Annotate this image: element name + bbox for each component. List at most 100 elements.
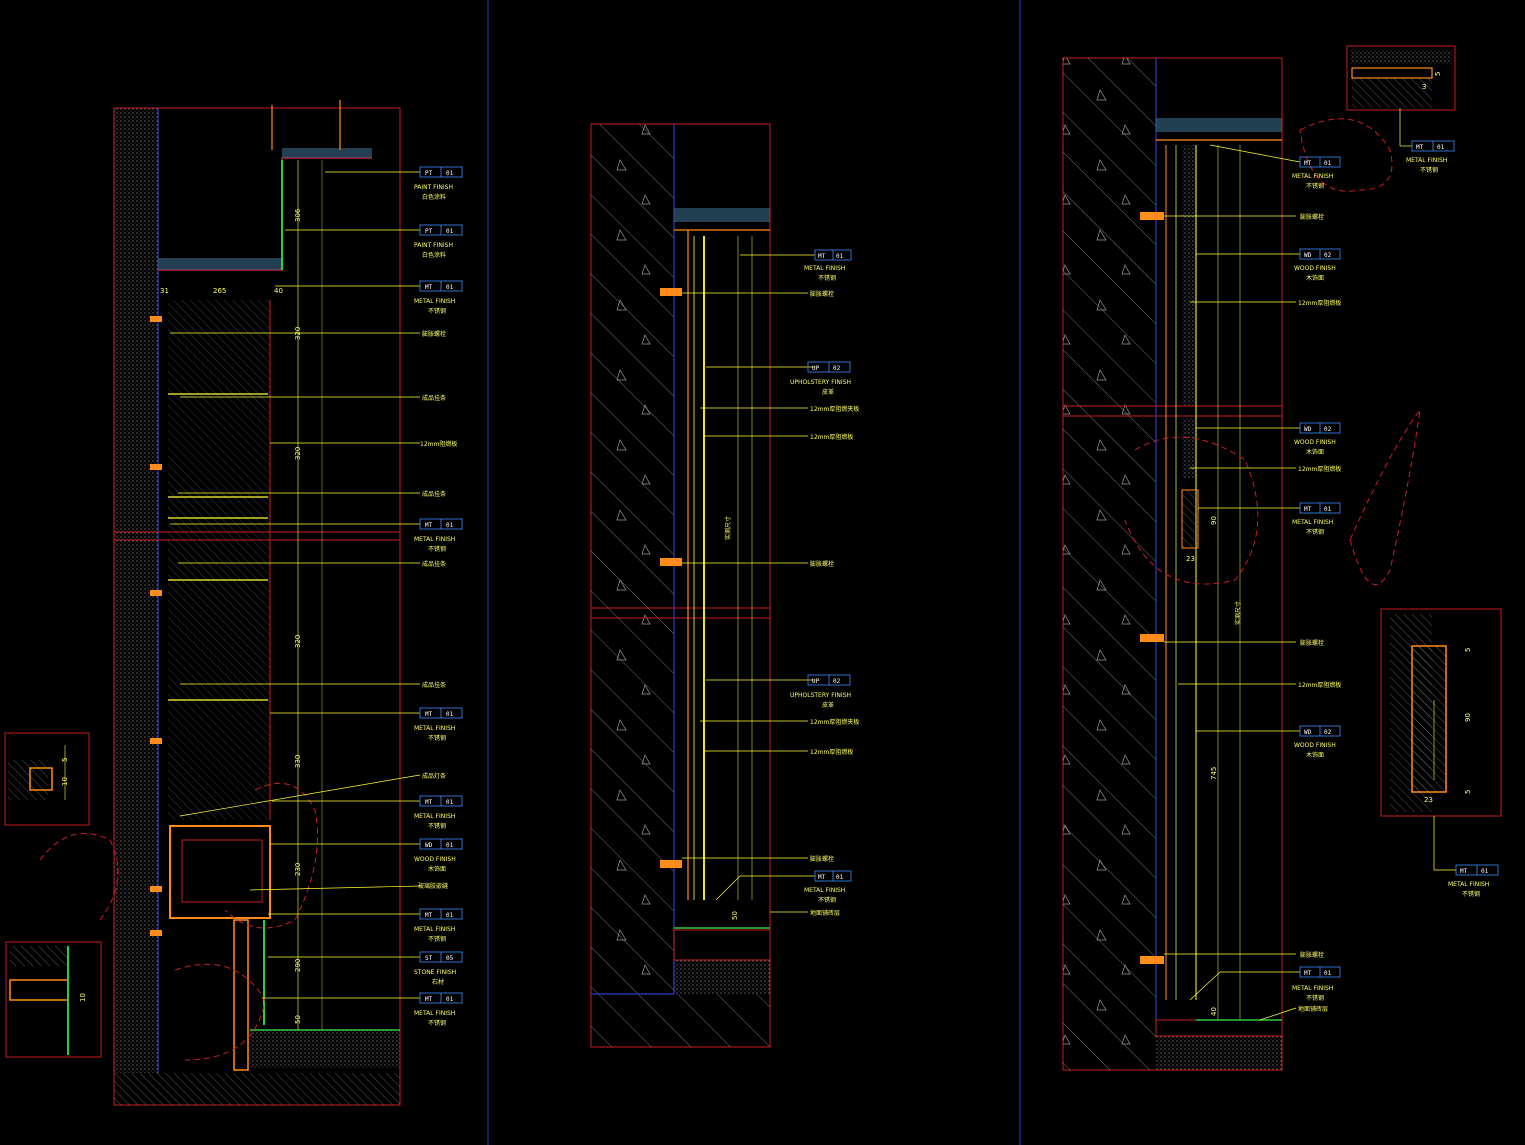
ann-expansion-bolt-p2b: 膨胀螺栓 bbox=[810, 560, 834, 568]
section-panel-2 bbox=[590, 123, 771, 1048]
dim-320-b: 320 bbox=[294, 447, 302, 460]
ann-expansion-bolt-p2c: 膨胀螺栓 bbox=[810, 855, 834, 863]
svg-text:MT: MT bbox=[425, 522, 433, 529]
tag-wd01: WD 01 WOOD FINISH 木饰面 bbox=[414, 838, 463, 873]
svg-text:WD: WD bbox=[425, 842, 433, 849]
ann-expansion-bolt-p3c: 膨胀螺栓 bbox=[1300, 951, 1324, 959]
section-panel-1 bbox=[39, 100, 401, 1106]
svg-text:不锈钢: 不锈钢 bbox=[1462, 890, 1480, 898]
svg-text:不锈钢: 不锈钢 bbox=[818, 896, 836, 904]
section-panel-3 bbox=[1062, 57, 1421, 1071]
svg-text:皮革: 皮革 bbox=[822, 701, 834, 709]
svg-text:01: 01 bbox=[446, 996, 454, 1003]
svg-text:MT: MT bbox=[818, 874, 826, 881]
svg-text:01: 01 bbox=[446, 522, 454, 529]
svg-text:02: 02 bbox=[1324, 426, 1332, 433]
svg-text:01: 01 bbox=[1437, 144, 1445, 151]
svg-text:METAL FINISH: METAL FINISH bbox=[804, 887, 845, 894]
svg-text:01: 01 bbox=[446, 228, 454, 235]
svg-text:UP: UP bbox=[812, 365, 820, 372]
detail-box-3: 5 3 MT 01 METAL FINISH 不锈钢 bbox=[1346, 45, 1456, 174]
tag-mt01-p2b: MT 01 METAL FINISH 不锈钢 bbox=[804, 870, 852, 904]
ann-expansion-bolt-p2a: 膨胀螺栓 bbox=[810, 290, 834, 298]
svg-text:不锈钢: 不锈钢 bbox=[1306, 528, 1324, 536]
dim-31: 31 bbox=[160, 287, 169, 295]
dim-320-c: 320 bbox=[294, 635, 302, 648]
svg-text:02: 02 bbox=[1324, 252, 1332, 259]
svg-text:METAL FINISH: METAL FINISH bbox=[1448, 881, 1489, 888]
svg-text:10: 10 bbox=[61, 777, 69, 786]
svg-text:WOOD FINISH: WOOD FINISH bbox=[414, 856, 456, 863]
ann-expansion-bolt-p3a: 膨胀螺栓 bbox=[1300, 213, 1324, 221]
svg-text:01: 01 bbox=[836, 253, 844, 260]
dim-290: 290 bbox=[294, 959, 302, 972]
svg-text:MT: MT bbox=[818, 253, 826, 260]
svg-text:01: 01 bbox=[446, 842, 454, 849]
ann-12mm-board-p3a: 12mm厚阻燃板 bbox=[1298, 299, 1341, 307]
ann-floor-layer-p3: 地面铺砖层 bbox=[1298, 1005, 1328, 1013]
svg-text:不锈钢: 不锈钢 bbox=[428, 822, 446, 830]
svg-text:01: 01 bbox=[1324, 970, 1332, 977]
svg-text:木饰面: 木饰面 bbox=[1306, 448, 1324, 456]
svg-text:MT: MT bbox=[425, 799, 433, 806]
tag-up02-b: UP 02 UPHOLSTERY FINISH 皮革 bbox=[790, 674, 851, 709]
svg-text:PT: PT bbox=[425, 228, 433, 235]
ann-expansion-bolt-1: 膨胀螺栓 bbox=[422, 330, 446, 338]
svg-text:MT: MT bbox=[1460, 868, 1468, 875]
svg-text:MT: MT bbox=[425, 912, 433, 919]
svg-text:ST: ST bbox=[425, 955, 433, 962]
svg-text:白色涂料: 白色涂料 bbox=[422, 251, 446, 259]
dim-50-b: 50 bbox=[731, 911, 739, 920]
ann-12mm-board-p3b: 12mm厚阻燃板 bbox=[1298, 465, 1341, 473]
svg-text:WOOD FINISH: WOOD FINISH bbox=[1294, 742, 1336, 749]
svg-text:METAL FINISH: METAL FINISH bbox=[414, 725, 455, 732]
detail-box-4: 5 90 5 23 MT 01 METAL FINISH 不锈钢 bbox=[1380, 608, 1502, 898]
svg-text:01: 01 bbox=[446, 912, 454, 919]
tag-mt01-c: MT 01 METAL FINISH 不锈钢 bbox=[414, 707, 463, 742]
svg-text:3: 3 bbox=[1422, 83, 1426, 91]
tag-st05: ST 05 STONE FINISH 石材 bbox=[414, 951, 463, 986]
svg-text:5: 5 bbox=[61, 758, 69, 762]
ann-12mm-ply-b: 12mm厚阻燃夹板 bbox=[810, 718, 859, 726]
dim-306: 306 bbox=[294, 208, 302, 222]
detail-box-2: 10 bbox=[5, 941, 102, 1058]
tag-up02-a: UP 02 UPHOLSTERY FINISH 皮革 bbox=[790, 361, 851, 396]
svg-text:MT: MT bbox=[1304, 160, 1312, 167]
dim-745: 745 bbox=[1210, 767, 1218, 780]
ann-hang-strip-1: 成品挂条 bbox=[422, 394, 446, 402]
dim-40-b: 40 bbox=[1210, 1007, 1218, 1016]
svg-text:不锈钢: 不锈钢 bbox=[818, 274, 836, 282]
svg-text:02: 02 bbox=[833, 365, 841, 372]
svg-text:01: 01 bbox=[446, 799, 454, 806]
svg-text:UPHOLSTERY FINISH: UPHOLSTERY FINISH bbox=[790, 692, 851, 699]
svg-text:石材: 石材 bbox=[432, 978, 444, 986]
svg-text:不锈钢: 不锈钢 bbox=[428, 307, 446, 315]
svg-text:05: 05 bbox=[446, 955, 454, 962]
tag-mt01-p2a: MT 01 METAL FINISH 不锈钢 bbox=[804, 249, 852, 282]
svg-text:不锈钢: 不锈钢 bbox=[428, 935, 446, 943]
tag-mt01-a: MT 01 METAL FINISH 不锈钢 bbox=[414, 280, 463, 315]
svg-text:METAL FINISH: METAL FINISH bbox=[414, 298, 455, 305]
tag-wd02-b: WD 02 WOOD FINISH 木饰面 bbox=[1294, 422, 1341, 456]
svg-text:WD: WD bbox=[1304, 252, 1312, 259]
svg-text:METAL FINISH: METAL FINISH bbox=[414, 1010, 455, 1017]
svg-text:02: 02 bbox=[833, 678, 841, 685]
svg-text:01: 01 bbox=[1481, 868, 1489, 875]
tag-mt01-p3a: MT 01 METAL FINISH 不锈钢 bbox=[1292, 156, 1341, 190]
svg-text:WOOD FINISH: WOOD FINISH bbox=[1294, 439, 1336, 446]
tag-mt01-f: MT 01 METAL FINISH 不锈钢 bbox=[414, 992, 463, 1027]
ann-12mm-ply-a: 12mm厚阻燃夹板 bbox=[810, 405, 859, 413]
svg-text:不锈钢: 不锈钢 bbox=[1420, 166, 1438, 174]
svg-text:METAL FINISH: METAL FINISH bbox=[1406, 157, 1447, 164]
svg-text:01: 01 bbox=[446, 711, 454, 718]
svg-text:METAL FINISH: METAL FINISH bbox=[414, 813, 455, 820]
svg-text:90: 90 bbox=[1464, 713, 1472, 722]
detail-box-1: 5 10 bbox=[4, 732, 90, 826]
svg-text:MT: MT bbox=[1304, 506, 1312, 513]
dim-265: 265 bbox=[213, 287, 226, 295]
svg-text:METAL FINISH: METAL FINISH bbox=[414, 926, 455, 933]
svg-text:01: 01 bbox=[1324, 506, 1332, 513]
svg-text:23: 23 bbox=[1424, 796, 1433, 804]
ann-12mm-board-b: 12mm厚阻燃板 bbox=[810, 748, 853, 756]
svg-text:MT: MT bbox=[1416, 144, 1424, 151]
